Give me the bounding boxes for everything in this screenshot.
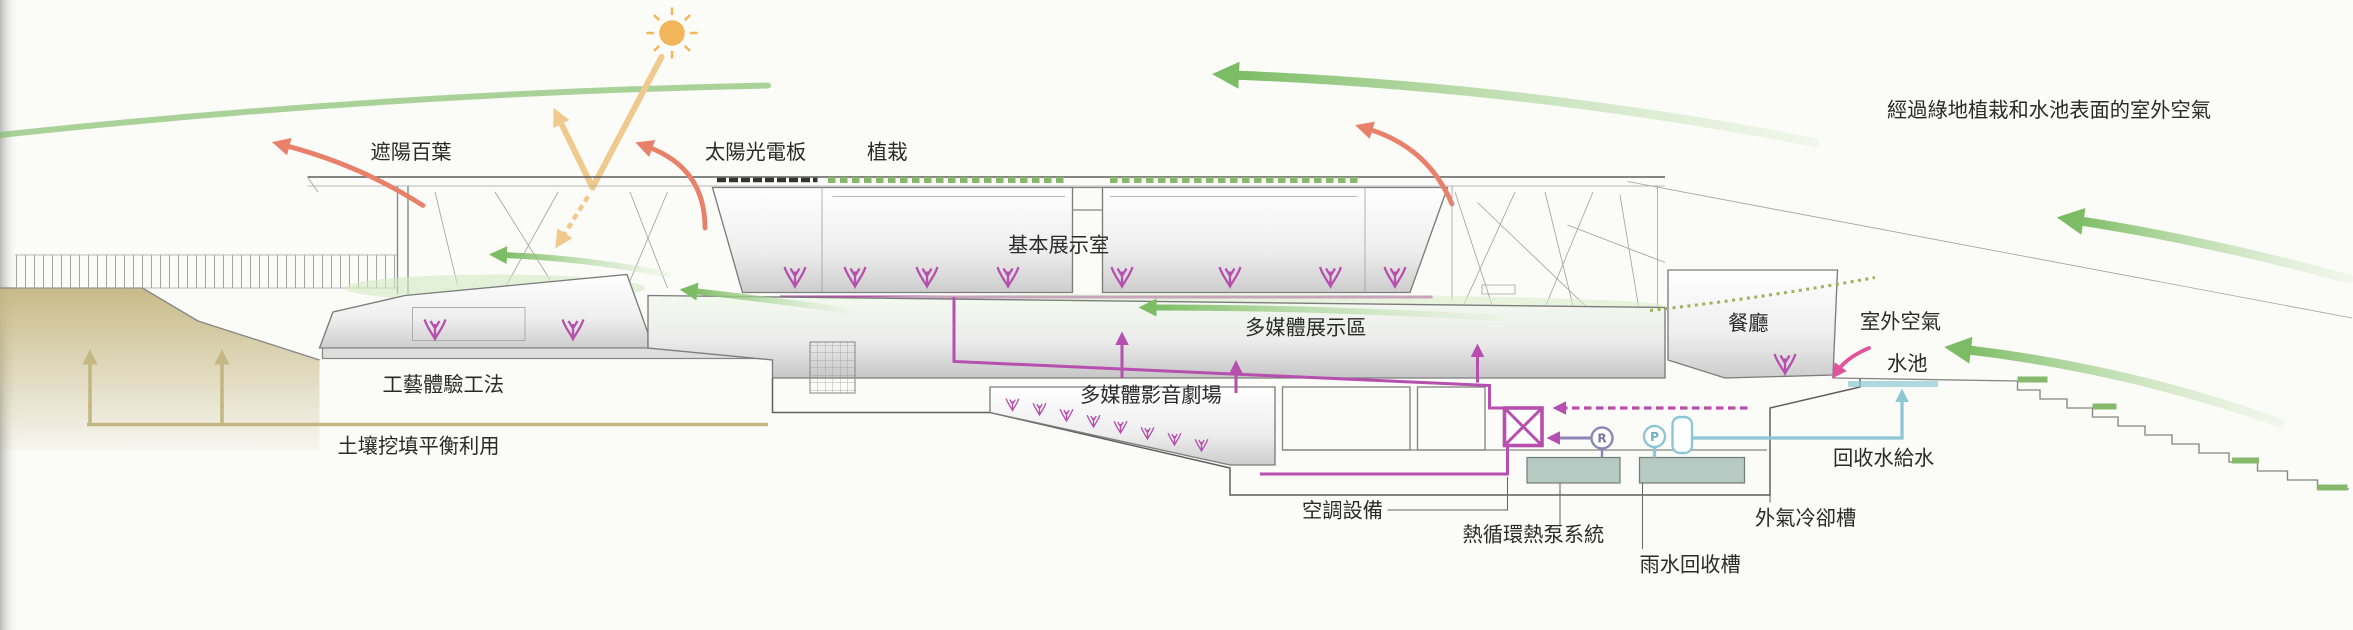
label-recycled-water: 回收水給水 — [1833, 446, 1934, 470]
basic-exhibition-right-divider — [1110, 187, 1366, 293]
hvac-leader — [1387, 477, 1509, 511]
label-rain-tank: 雨水回收槽 — [1640, 553, 1741, 577]
soil-mass — [0, 288, 320, 450]
basic-exhibition-box-right — [1101, 186, 1449, 294]
air-handler-cross — [1503, 406, 1544, 447]
louver-frame-posts — [396, 186, 409, 294]
label-multimedia-exhibition: 多媒體展示區 — [1245, 316, 1367, 340]
sunbeam-transmitted — [555, 195, 590, 249]
basic-exhibition-left-divider — [821, 187, 1065, 293]
terrace-steps — [1832, 377, 2349, 490]
basement-outline — [771, 378, 1861, 496]
hvac-theater-duct — [1260, 445, 1509, 476]
stair-core — [809, 341, 856, 394]
recycled-water-supply-pipe — [1692, 388, 1909, 440]
cooling-tank-icon — [1671, 415, 1694, 455]
water-pump-p-letter: P — [1650, 430, 1659, 444]
sun-icon — [646, 7, 698, 59]
pond-surface — [1848, 381, 1938, 387]
heat-pump-tank — [1526, 456, 1621, 484]
restaurant-volume — [1667, 269, 1839, 379]
fence-pickets — [15, 255, 398, 288]
wind-flow-upper-left — [0, 82, 771, 138]
label-outdoor-air-note: 經過綠地植栽和水池表面的室外空氣 — [1887, 98, 2211, 122]
water-pump-p-icon: P — [1642, 424, 1667, 449]
label-theater: 多媒體影音劇場 — [1080, 383, 1222, 407]
exhibition-connector — [1072, 186, 1103, 211]
label-hvac: 空調設備 — [1302, 499, 1383, 523]
label-soil: 土壤挖填平衡利用 — [338, 434, 500, 458]
craft-pavilion-window — [412, 307, 526, 341]
label-solar-panel: 太陽光電板 — [705, 140, 806, 164]
fence-rails — [15, 254, 398, 289]
label-restaurant: 餐廳 — [1728, 311, 1769, 335]
wind-arrow-inside-floor-left — [679, 282, 851, 314]
hot-air-arrow-exhibition — [635, 140, 708, 231]
theater-volume — [989, 386, 1276, 466]
heat-pump-r-circle — [1590, 426, 1614, 450]
basic-exhibition-box-left — [711, 186, 1074, 294]
heat-pump-r-letter: R — [1597, 432, 1606, 446]
hot-air-arrow-atrium — [1355, 121, 1455, 207]
terrace-planting-4 — [2317, 484, 2348, 491]
terrace-planting-1 — [2017, 376, 2048, 383]
label-pond: 水池 — [1887, 352, 1928, 376]
label-basic-exhibition: 基本展示室 — [1008, 233, 1109, 257]
outdoor-air-arrow — [1831, 346, 1871, 379]
atrium-truss — [1451, 186, 1666, 376]
wind-arrow-inside-floor-right — [1138, 298, 1503, 321]
label-cooling-tank: 外氣冷卻槽 — [1755, 506, 1856, 530]
sun-disc — [659, 20, 685, 46]
label-planting: 植栽 — [867, 140, 908, 164]
terrace-planting-3 — [2232, 457, 2259, 464]
sun-rays — [646, 7, 698, 59]
sunbeam-incident — [589, 54, 665, 191]
wind-arrow-right-lower — [1944, 336, 2285, 428]
label-outdoor-air: 室外空氣 — [1860, 310, 1941, 334]
atrium-ledge — [1481, 284, 1516, 295]
label-craft: 工藝體驗工法 — [383, 373, 505, 397]
air-handler-icon — [1502, 406, 1544, 448]
label-louver: 遮陽百葉 — [371, 140, 452, 164]
label-heat-pump: 熱循環熱泵系統 — [1463, 523, 1605, 547]
wind-arrow-right-upper — [2056, 208, 2353, 284]
louver-truss — [434, 191, 668, 293]
heat-pump-r-icon: R — [1590, 426, 1614, 450]
roof-overhang — [307, 176, 319, 193]
hvac-main-duct — [952, 297, 1505, 410]
outer-roof-line — [1627, 181, 2353, 319]
terrace-planting-2 — [2092, 403, 2117, 410]
hot-air-arrow-louver — [271, 137, 426, 208]
rainwater-tank — [1638, 456, 1746, 484]
wind-arrow-inside-pavilion — [489, 246, 671, 278]
wind-arrow-top — [1212, 61, 1820, 147]
